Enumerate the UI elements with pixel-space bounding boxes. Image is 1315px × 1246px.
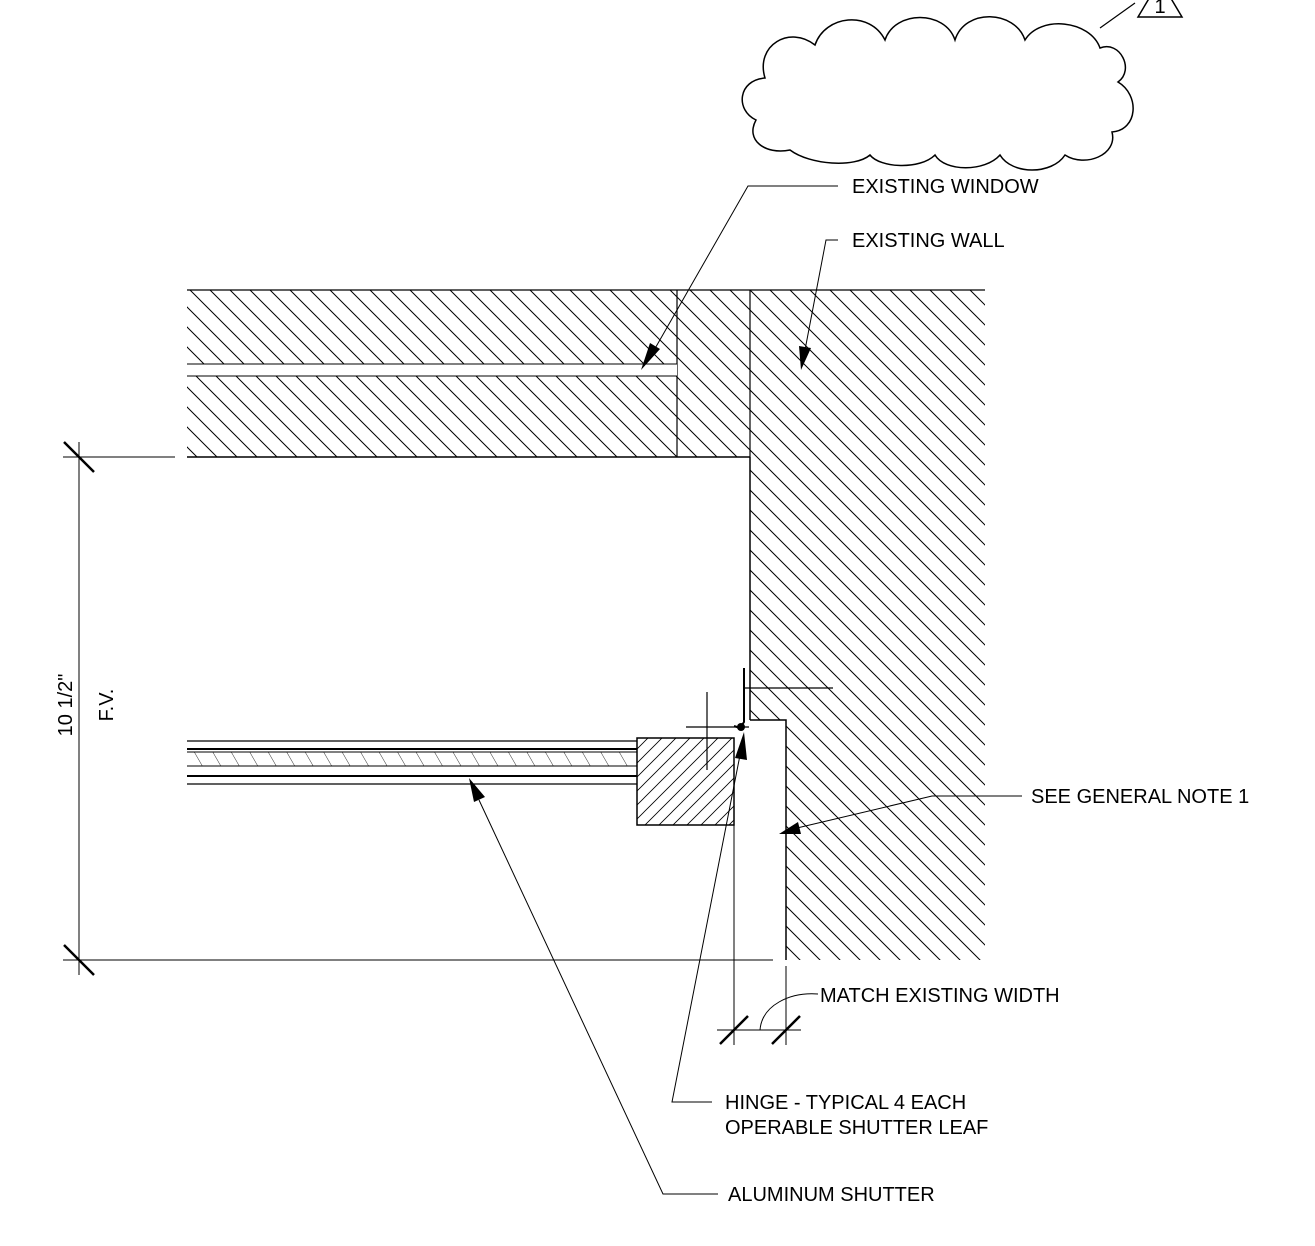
leader-hinge — [671, 732, 747, 1103]
dimension-vertical: 10 1/2" F.V. — [55, 441, 773, 976]
aluminum-shutter — [187, 740, 637, 785]
revision-triangle: 1 — [1136, 0, 1184, 18]
revision-number: 1 — [1154, 0, 1165, 18]
leader-existing-wall — [799, 239, 838, 370]
hinge — [686, 668, 833, 770]
shutter-leaf-stile — [636, 737, 735, 826]
dimension-match-width — [717, 812, 819, 1045]
label-hinge-line2: OPERABLE SHUTTER LEAF — [725, 1117, 988, 1139]
label-existing-wall: EXISTING WALL — [852, 230, 1005, 252]
dimension-value: 10 1/2" — [55, 674, 77, 737]
label-aluminum-shutter: ALUMINUM SHUTTER — [728, 1184, 935, 1206]
label-match-existing-width: MATCH EXISTING WIDTH — [820, 985, 1060, 1007]
label-hinge-line1: HINGE - TYPICAL 4 EACH — [725, 1092, 966, 1114]
label-see-general-note: SEE GENERAL NOTE 1 — [1031, 786, 1249, 808]
dimension-note: F.V. — [96, 689, 118, 722]
label-existing-window: EXISTING WINDOW — [852, 176, 1039, 198]
revision-cloud — [741, 2, 1136, 171]
leader-aluminum-shutter — [469, 778, 718, 1195]
existing-wall-right — [749, 290, 985, 960]
leader-see-general-note — [779, 795, 1022, 834]
existing-window-frame — [187, 363, 677, 377]
leader-existing-window — [641, 185, 838, 370]
